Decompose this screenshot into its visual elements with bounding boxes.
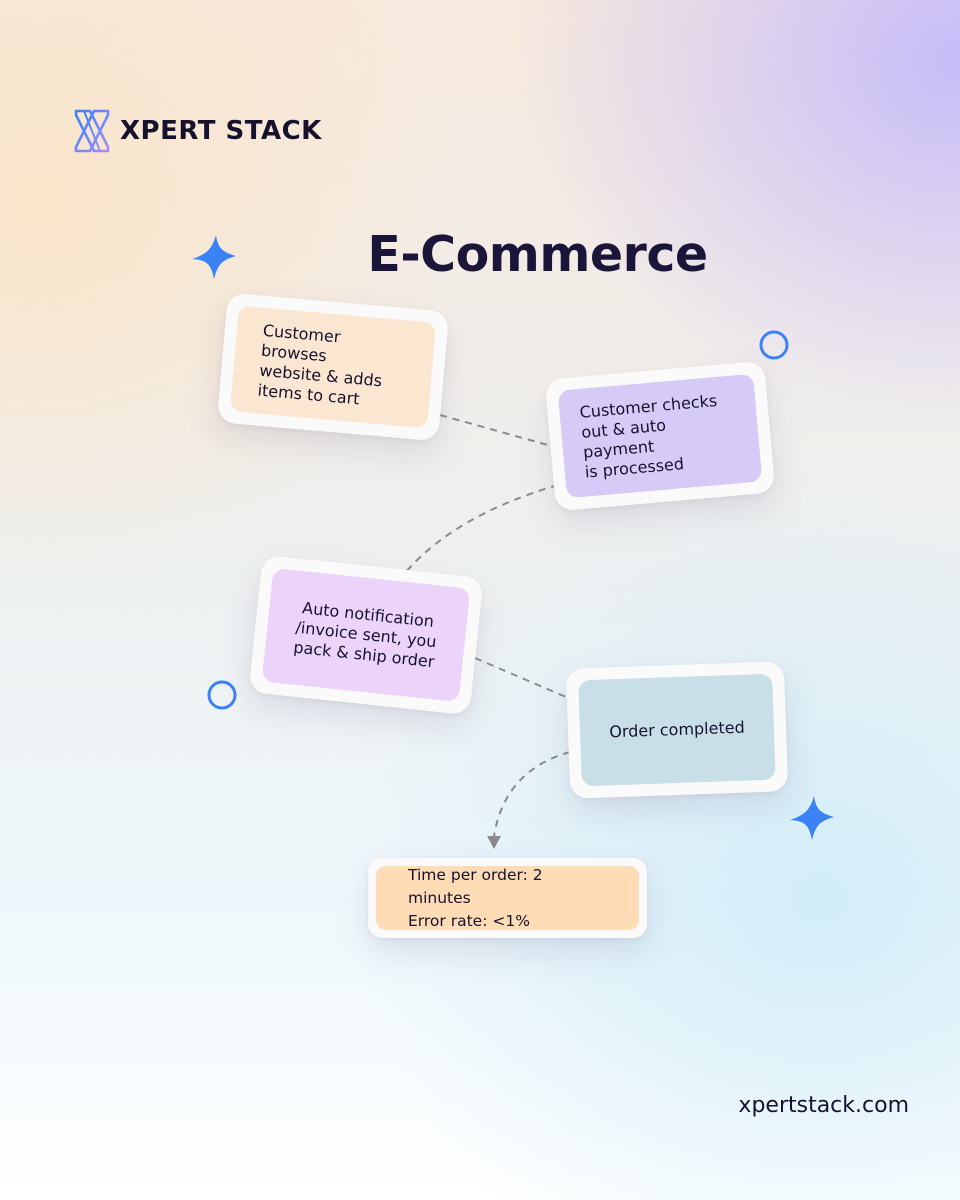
step-card-completed: Order completed xyxy=(565,661,789,799)
brand-logo: XPERT STACK xyxy=(72,107,322,155)
page-title: E-Commerce xyxy=(367,226,708,283)
arrow-head-icon xyxy=(487,836,501,849)
ring-circle-icon xyxy=(759,330,789,360)
connector-step4-metrics xyxy=(493,751,571,837)
step-card-browse: Customer browses website & adds items to… xyxy=(216,292,450,442)
website-url: xpertstack.com xyxy=(738,1093,909,1118)
step-card-body: Customer browses website & adds items to… xyxy=(229,305,437,429)
connector-step1-step2 xyxy=(439,414,556,448)
metrics-card-body: Time per order: 2 minutes Error rate: <1… xyxy=(376,866,639,930)
step-card-notification: Auto notification /invoice sent, you pac… xyxy=(248,554,484,716)
sparkle-star-icon xyxy=(790,796,834,840)
ring-circle-icon xyxy=(207,680,237,710)
connector-step3-step4 xyxy=(474,657,567,698)
step-text-line: Order completed xyxy=(608,717,745,742)
brand-name: XPERT STACK xyxy=(120,116,322,146)
error-rate: Error rate: <1% xyxy=(408,911,530,930)
metrics-card: Time per order: 2 minutes Error rate: <1… xyxy=(368,858,647,938)
step-card-checkout: Customer checks out & auto payment is pr… xyxy=(544,360,776,512)
step-card-body: Customer checks out & auto payment is pr… xyxy=(557,373,763,499)
sparkle-star-icon xyxy=(192,235,236,279)
step-card-body: Order completed xyxy=(578,673,776,787)
time-per-order: Time per order: 2 minutes xyxy=(408,865,543,907)
step-card-body: Auto notification /invoice sent, you pac… xyxy=(261,567,471,703)
connector-step2-step3 xyxy=(404,484,559,574)
xpert-stack-logo-icon xyxy=(74,109,110,153)
